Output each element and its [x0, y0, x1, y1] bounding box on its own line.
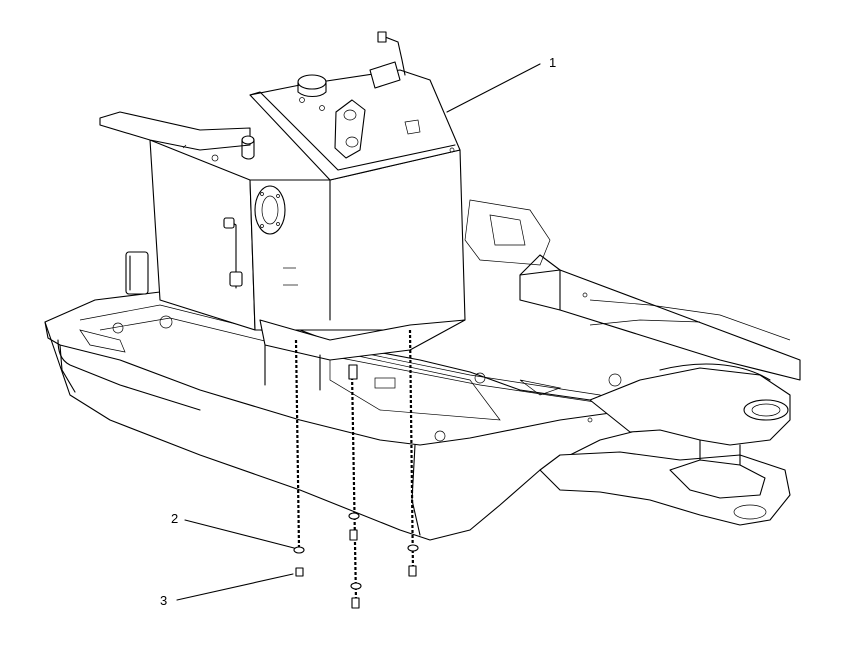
callouts: 1 2 3: [160, 55, 556, 608]
bolt-right: [408, 565, 417, 577]
bolt-left: [295, 567, 304, 577]
explosion-line-center: [350, 371, 358, 601]
bolt-center: [351, 597, 360, 609]
tank-housing: [99, 31, 466, 391]
washer-center-upper: [348, 512, 360, 520]
base-frame: [44, 199, 801, 541]
leader-line-1: [446, 63, 541, 113]
washer-right: [407, 544, 419, 552]
explosion-line-right: [408, 329, 415, 573]
spacer-center: [349, 529, 358, 541]
washer-center: [350, 582, 362, 590]
fasteners: [293, 329, 419, 609]
washer-left: [293, 546, 305, 554]
leader-line-3: [176, 573, 294, 601]
leader-line-2: [184, 519, 295, 549]
callout-label-2: 2: [171, 511, 178, 526]
stud-center: [348, 364, 358, 380]
callout-label-1: 1: [549, 55, 556, 70]
callout-label-3: 3: [160, 593, 167, 608]
